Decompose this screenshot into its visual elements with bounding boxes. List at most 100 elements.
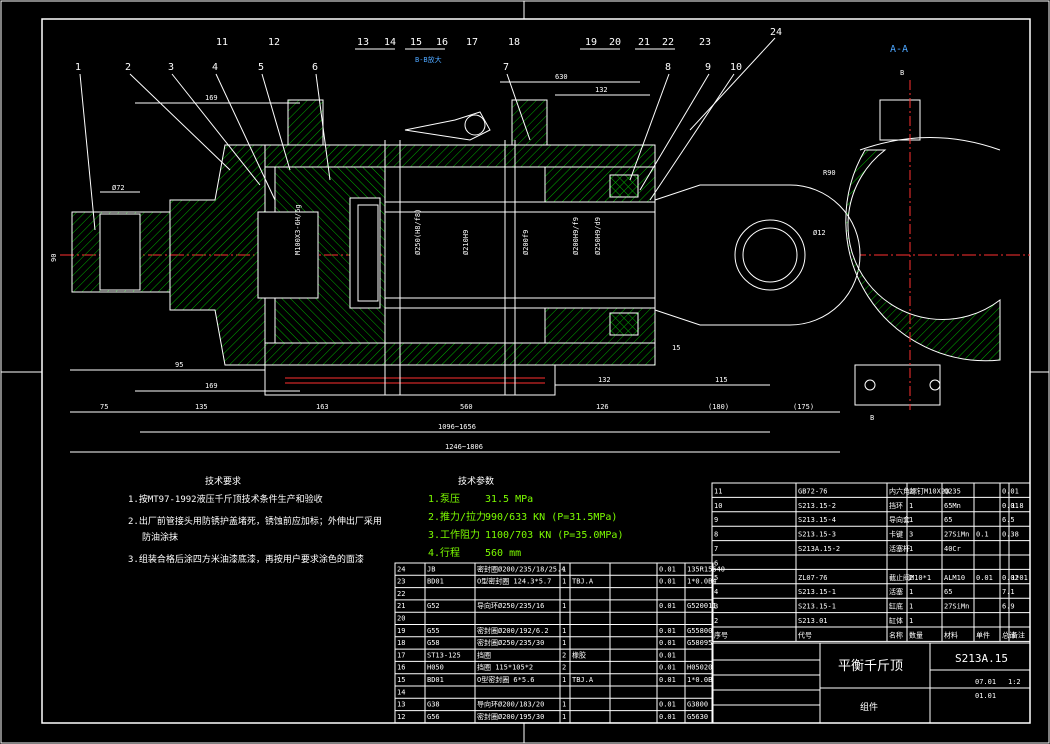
bom-cell: 40Cr: [944, 545, 961, 553]
part-label: 13: [357, 37, 369, 48]
dim-12: Ø12: [813, 229, 826, 237]
part-label: 16: [436, 37, 448, 48]
part-label: 3: [168, 62, 174, 73]
part-label: 8: [665, 62, 671, 73]
bom-cell: H050: [427, 664, 444, 672]
aa-arc: [845, 149, 1001, 362]
part-label: 14: [384, 37, 396, 48]
bom-cell: JB: [427, 565, 435, 573]
bom-cell: 2: [562, 664, 566, 672]
dim-169: 169: [205, 382, 218, 390]
part-label: 15: [410, 37, 422, 48]
part-label: 22: [662, 37, 674, 48]
bom-cell: S213.15-4: [798, 516, 836, 524]
bom-cell: 3: [714, 603, 718, 611]
part-label: 9: [705, 62, 711, 73]
bom-cell: 活塞杆: [889, 544, 910, 553]
tech-req-title: 技术要求: [205, 475, 241, 487]
dim-90: 90: [50, 254, 58, 262]
bom-cell: 1: [909, 516, 913, 524]
dim-163: 163: [316, 403, 329, 411]
bom-cell: 15: [397, 676, 405, 684]
part-label: 23: [699, 37, 711, 48]
bom-cell: 橡胶: [572, 650, 586, 659]
bom-cell: 2: [909, 487, 913, 495]
bom-cell: S213.15-1: [798, 603, 836, 611]
bom-cell: 缸底: [889, 602, 903, 611]
bom-cell: 6.9: [1002, 603, 1015, 611]
bom-cell: 挡环: [889, 501, 903, 510]
bom-cell: 0.01: [659, 602, 676, 610]
bom-cell: 13: [397, 701, 405, 709]
part-labels: 1 2 3 4 5 11 12 6 13 14 15 16 17 18 7 19…: [75, 27, 782, 231]
dim-126: 126: [596, 403, 609, 411]
bom-cell: Q235: [944, 487, 961, 495]
bom-cell: GB72-76: [798, 487, 828, 495]
dim-rod2: Ø200H9/f9: [572, 217, 580, 255]
bom-header-cell: 单件: [976, 630, 990, 639]
bom-cell: S213.15-2: [798, 502, 836, 510]
bom-cell: 1: [909, 588, 913, 596]
param-value: 560 mm: [485, 548, 521, 559]
part-label: 7: [503, 62, 509, 73]
dimensions: 169 Ø72 90 95 169 630 132 132 115 15 R90…: [50, 73, 840, 453]
view-note: B-B放大: [415, 55, 442, 64]
bom-header-cell: 备注: [1011, 630, 1025, 639]
bom-cell: 1*0.0B: [687, 676, 712, 684]
dim-132-top: 132: [595, 86, 608, 94]
bom-cell: S213.01: [798, 617, 828, 625]
tech-req-item: 2.出厂前管接头用防锈护盖堵死，锈蚀前应加标；外伸出厂采用: [128, 515, 382, 527]
bom-cell: 135R15640: [687, 565, 725, 573]
bom-cell: 18: [397, 639, 405, 647]
bom-cell: 1: [562, 639, 566, 647]
bom-cell: G52: [427, 602, 440, 610]
drawing-rev: 01.01: [975, 692, 996, 700]
bom-cell: 7.1: [1002, 588, 1015, 596]
bom-cell: 0.38: [1002, 531, 1019, 539]
drawing-scale: 1:2: [1008, 678, 1021, 686]
bom-cell: 5: [714, 574, 718, 582]
part-label: 18: [508, 37, 520, 48]
tech-params: 技术参数 1.泵压 31.5 MPa 2.推力/拉力 990/633 KN (P…: [428, 475, 623, 559]
bom-cell: 9: [714, 516, 718, 524]
cylinder-bottom: [169, 144, 266, 366]
bom-header-cell: 材料: [944, 630, 958, 639]
bom-cell: H05020: [687, 664, 712, 672]
part-label: 5: [258, 62, 264, 73]
bom-cell: 1: [562, 676, 566, 684]
section-aa-view: A-A B B: [845, 44, 1001, 422]
dim-75: 75: [100, 403, 108, 411]
bom-cell: 0.1: [976, 531, 989, 539]
bom-cell: 1: [909, 617, 913, 625]
bom-cell: G56: [427, 713, 440, 721]
port-left: [287, 99, 324, 146]
dim-115: 115: [715, 376, 728, 384]
bom-cell: 截止阀M10*1: [889, 573, 931, 582]
param-label: 3.工作阻力: [428, 528, 480, 541]
bom-cell: 1: [909, 545, 913, 553]
bom-cell: 22: [397, 590, 405, 598]
bom-cell: 65Mn: [944, 502, 961, 510]
dim-r90: R90: [823, 169, 836, 177]
dim-180: (180): [708, 403, 729, 411]
bom-cell: ALM10: [944, 574, 965, 582]
bom-cell: 1*0.0B4: [687, 578, 717, 586]
bom-cell: 3: [909, 531, 913, 539]
bom-cell: 2: [909, 574, 913, 582]
bom-cell: 1: [909, 603, 913, 611]
cylinder-assembly: [71, 99, 861, 396]
bom-cell: BD01: [427, 676, 444, 684]
section-title: A-A: [890, 44, 908, 55]
bom-header-cell: 序号: [714, 630, 728, 639]
section-mark-bottom: B: [870, 414, 874, 422]
bom-cell: 1: [562, 627, 566, 635]
barrel-bottom: [264, 342, 656, 366]
bom-cell: 6: [714, 559, 718, 567]
bom-cell: 内六角螺钉M10X20: [889, 486, 949, 495]
tech-req-item: 1.按MT97-1992液压千斤顶技术条件生产和验收: [128, 493, 323, 505]
bom-cell: G3800: [687, 701, 708, 709]
bom-cell: 2: [562, 651, 566, 659]
bom-cell: 1*01: [1011, 574, 1028, 582]
tech-req-item: 防油涂抹: [142, 531, 178, 543]
